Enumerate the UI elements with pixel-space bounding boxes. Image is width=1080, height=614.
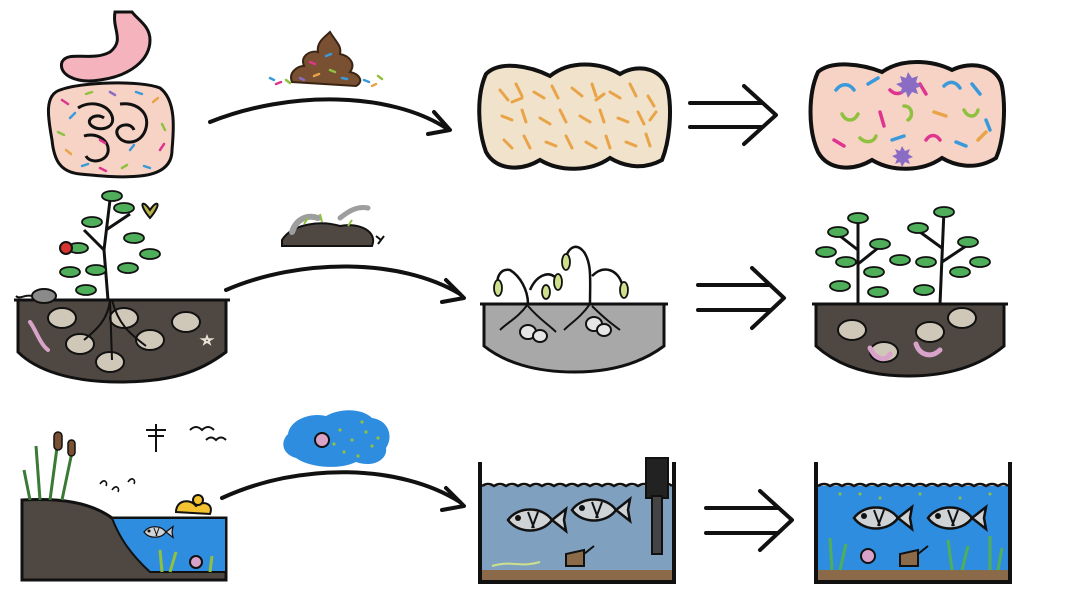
transfer-arrow-soil: [224, 264, 462, 296]
gut-microbes: [56, 90, 167, 173]
duck-icon: [174, 494, 212, 516]
restored-gut-section: [808, 60, 1006, 171]
transfer-arrow-gut: [208, 97, 448, 130]
result-arrow-water: [704, 489, 794, 552]
star-icon: [199, 333, 215, 346]
sterile-aquarium-section: [478, 457, 676, 584]
wilting-roots: [499, 303, 621, 333]
result-arrow-soil: [696, 266, 786, 330]
restored-aquarium-section: [814, 462, 1012, 584]
restored-worm-2: [913, 341, 943, 358]
dragonfly-icon: [146, 424, 166, 452]
green-algae-dots: [838, 492, 992, 500]
large-intestine: [47, 81, 175, 179]
pond-snail: [189, 555, 203, 569]
tadpoles-icon: [99, 478, 136, 493]
row-water: [20, 410, 1012, 584]
pond-water-sample-illustration: [283, 410, 390, 467]
result-arrow-gut: [688, 84, 778, 146]
healthy-soil-ecosystem-illustration: [14, 190, 230, 384]
mouse-icon: [15, 288, 57, 304]
depleted-rod-bacteria: [498, 82, 658, 150]
restored-stems: [839, 209, 967, 305]
depleted-stones: [519, 316, 612, 343]
pond-ecosystem-illustration: [20, 424, 228, 582]
plant-roots: [83, 299, 147, 361]
restored-tank-decoration: [899, 545, 929, 567]
digestive-tract-illustration: [47, 10, 175, 179]
sample-snail: [314, 432, 330, 448]
depleted-gut-section: [477, 62, 672, 171]
butterfly-icon: [141, 202, 159, 220]
row-soil: [14, 190, 1008, 384]
row-gut: [47, 10, 1006, 179]
restored-soil-section: [812, 206, 1008, 378]
birds-icon: [189, 426, 227, 442]
cattail-reeds: [22, 439, 74, 501]
wilting-stems: [496, 245, 624, 305]
diverse-gut-microbes: [832, 76, 992, 148]
ladybug-icon: [59, 241, 73, 255]
spiky-microbes: [892, 72, 922, 167]
aquatic-plants: [828, 536, 1004, 571]
restored-worm: [867, 345, 893, 362]
wilting-plants-section: [480, 245, 668, 374]
restored-snail: [860, 548, 876, 564]
soil-sample-illustration: [281, 205, 385, 247]
plant-stem: [82, 199, 131, 301]
fecal-sample-illustration: [268, 30, 384, 88]
soil-worm: [28, 320, 50, 352]
stomach: [59, 10, 152, 83]
tank-decoration: [565, 545, 595, 567]
restored-leaves: [815, 206, 991, 298]
pond-plants: [158, 549, 214, 573]
small-intestine: [77, 102, 149, 163]
transfer-arrow-water: [220, 470, 462, 504]
wilting-leaves: [493, 253, 629, 300]
aquarium-filter: [645, 457, 669, 555]
